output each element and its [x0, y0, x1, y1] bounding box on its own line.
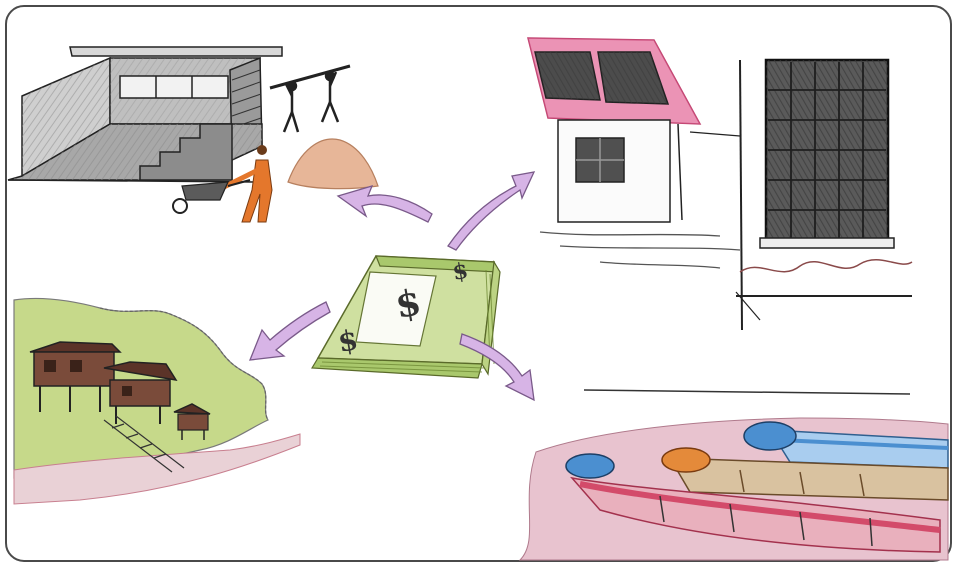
boat-engine-icon [743, 421, 797, 451]
arrow-to-boats [459, 333, 535, 402]
arrow-to-construction [336, 184, 433, 223]
red-boat [565, 453, 941, 553]
dollar-sign: $ [451, 258, 471, 286]
worker-carrying-icon [282, 70, 340, 133]
village-scene [13, 297, 301, 505]
arrow-to-solar [447, 171, 536, 251]
house-construction-scene [7, 46, 379, 223]
arrow-to-village [248, 301, 331, 361]
village-house [173, 403, 211, 440]
boat-engine-icon [661, 447, 711, 473]
solar-house-scene [527, 37, 913, 331]
orange-boat [661, 447, 949, 501]
village-house [103, 361, 178, 424]
boats-scene [518, 389, 949, 561]
village-house [29, 341, 122, 412]
boat-engine-icon [565, 453, 615, 479]
worker-wheelbarrow-icon [172, 145, 273, 223]
sand-pile [287, 138, 379, 190]
money-stack: $ $ $ [310, 255, 501, 379]
